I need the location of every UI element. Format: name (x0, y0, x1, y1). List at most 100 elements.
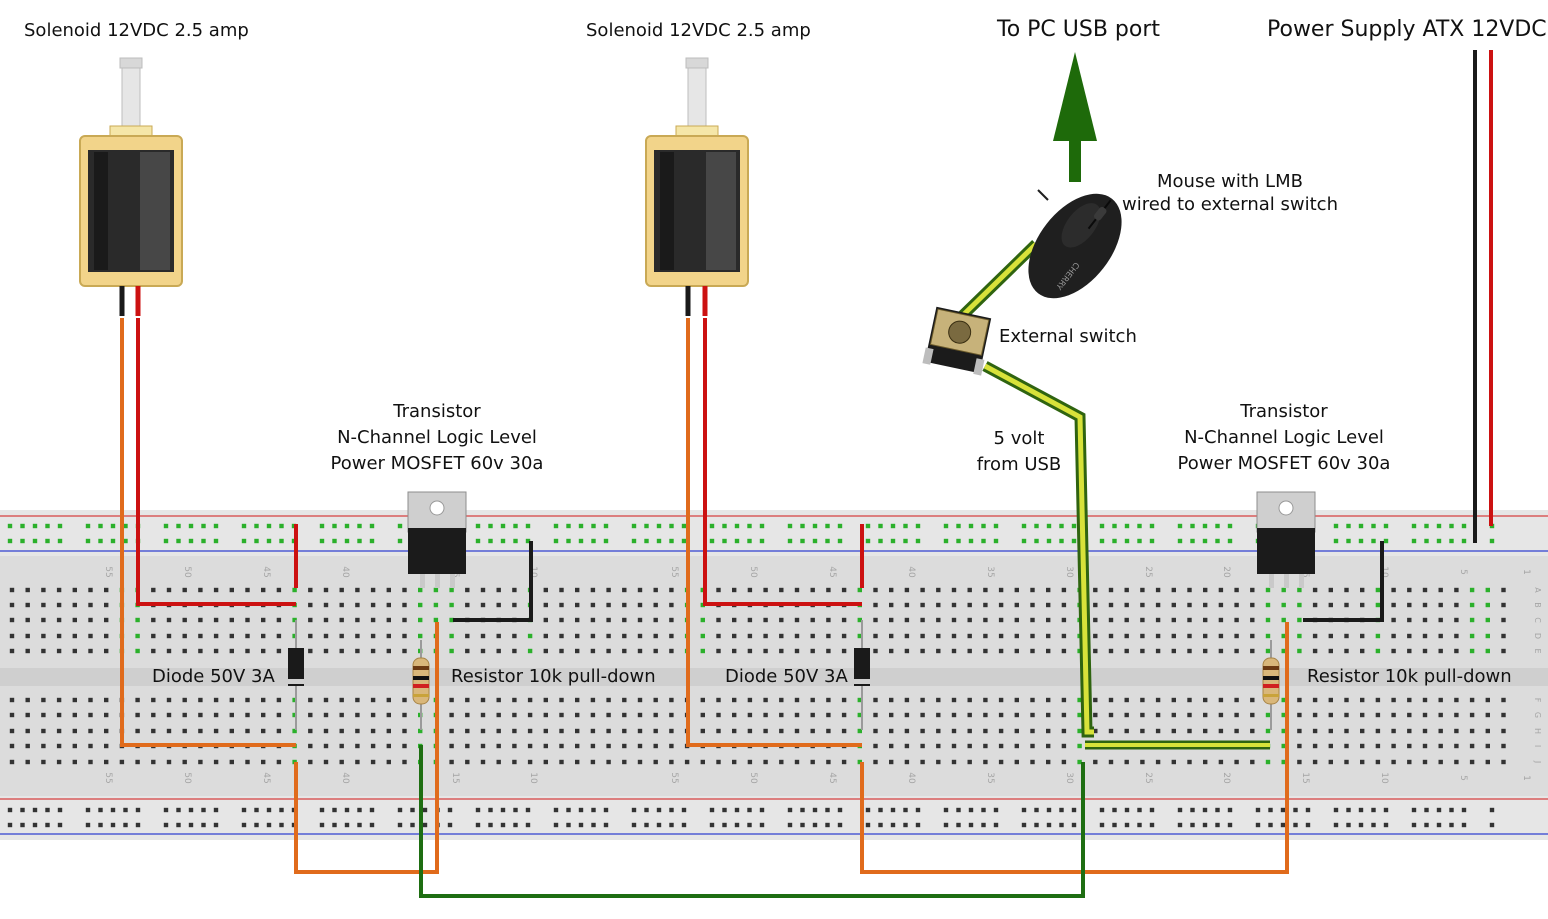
breadboard-hole (669, 648, 674, 654)
breadboard-hole (1155, 712, 1161, 718)
breadboard-hole (951, 648, 957, 654)
breadboard-hole (1250, 633, 1255, 639)
breadboard-hole (1407, 633, 1412, 639)
breadboard-hole (1177, 523, 1183, 529)
breadboard-hole (998, 602, 1004, 608)
breadboard-hole (182, 712, 187, 718)
breadboard-hole (465, 743, 470, 749)
breadboard-hole (213, 728, 219, 734)
breadboard-hole (857, 697, 862, 703)
breadboard-hole (319, 538, 325, 544)
breadboard-hole (1358, 807, 1364, 813)
breadboard-hole (339, 759, 344, 765)
breadboard-hole (308, 759, 313, 765)
breadboard-hole (276, 712, 282, 718)
breadboard-hole (1215, 523, 1220, 529)
breadboard-hole (213, 617, 219, 623)
breadboard-hole (20, 822, 25, 828)
breadboard-hole (983, 712, 988, 718)
breadboard-column-number: 1 (1521, 569, 1531, 575)
breadboard-hole (1030, 587, 1035, 593)
breadboard-hole (151, 617, 156, 623)
breadboard-column-number: 15 (450, 772, 460, 783)
breadboard-hole (370, 587, 376, 593)
breadboard-hole (700, 587, 705, 593)
label-transistor-right: Transistor N-Channel Logic Level Power M… (1164, 399, 1404, 477)
breadboard-hole (669, 587, 674, 593)
label-transistor-right-line1: Transistor (1240, 401, 1328, 422)
breadboard-hole (812, 822, 818, 828)
breadboard-hole (967, 602, 972, 608)
breadboard-hole (261, 728, 266, 734)
breadboard-hole (622, 759, 627, 765)
breadboard-hole (56, 712, 62, 718)
breadboard-hole (1059, 523, 1064, 529)
breadboard-hole (1346, 822, 1351, 828)
breadboard-hole (1071, 523, 1077, 529)
breadboard-hole (9, 743, 15, 749)
breadboard-hole (1265, 602, 1271, 608)
breadboard-hole (1371, 822, 1376, 828)
breadboard-hole (578, 523, 584, 529)
breadboard-hole (41, 648, 46, 654)
breadboard-hole (826, 587, 831, 593)
breadboard-hole (323, 648, 329, 654)
breadboard-hole (681, 807, 687, 813)
breadboard-hole (261, 617, 266, 623)
breadboard-hole (1328, 697, 1333, 703)
breadboard-hole (669, 712, 674, 718)
breadboard-hole (1187, 712, 1192, 718)
breadboard-hole (1344, 587, 1349, 593)
breadboard-hole (1234, 712, 1239, 718)
breadboard-hole (213, 712, 219, 718)
breadboard-hole (198, 728, 203, 734)
breadboard-hole (32, 822, 38, 828)
breadboard-hole (292, 728, 297, 734)
breadboard-hole (45, 807, 50, 813)
breadboard-hole (1436, 523, 1442, 529)
breadboard-hole (1140, 648, 1145, 654)
breadboard-hole (1360, 648, 1365, 654)
breadboard-hole (292, 617, 297, 623)
breadboard-hole (1014, 602, 1019, 608)
breadboard-hole (1014, 728, 1019, 734)
breadboard-hole (339, 617, 344, 623)
breadboard-hole (513, 523, 518, 529)
breadboard-hole (1360, 743, 1365, 749)
breadboard-hole (1485, 697, 1490, 703)
breadboard-hole (1293, 807, 1298, 813)
breadboard-hole (1501, 743, 1506, 749)
breadboard-hole (480, 712, 486, 718)
breadboard-hole (903, 523, 908, 529)
breadboard-hole (716, 587, 721, 593)
breadboard-hole (56, 648, 62, 654)
breadboard-hole (525, 538, 531, 544)
breadboard-hole (339, 697, 344, 703)
breadboard-hole (465, 697, 470, 703)
breadboard-hole (449, 617, 454, 623)
breadboard-hole (386, 602, 391, 608)
breadboard-hole (1333, 822, 1339, 828)
breadboard-row-letter: C (1533, 617, 1542, 623)
breadboard-hole (512, 728, 517, 734)
breadboard-hole (332, 538, 337, 544)
breadboard-hole (1469, 602, 1475, 608)
breadboard-hole (1030, 617, 1035, 623)
breadboard-row-letter: D (1533, 633, 1542, 639)
breadboard-hole (590, 743, 596, 749)
breadboard-hole (1108, 617, 1114, 623)
breadboard-hole (1234, 648, 1239, 654)
breadboard-hole (56, 617, 62, 623)
breadboard-hole (1383, 807, 1389, 813)
breadboard-hole (656, 523, 662, 529)
breadboard-hole (1485, 743, 1490, 749)
breadboard-hole (794, 759, 800, 765)
breadboard-hole (575, 587, 580, 593)
breadboard-hole (1124, 697, 1129, 703)
breadboard-hole (1108, 759, 1114, 765)
breadboard-hole (1454, 697, 1459, 703)
breadboard-column-number: 5 (1458, 775, 1468, 781)
breadboard-hole (512, 743, 517, 749)
breadboard-row-letter: E (1533, 648, 1542, 653)
breadboard-hole (656, 538, 662, 544)
